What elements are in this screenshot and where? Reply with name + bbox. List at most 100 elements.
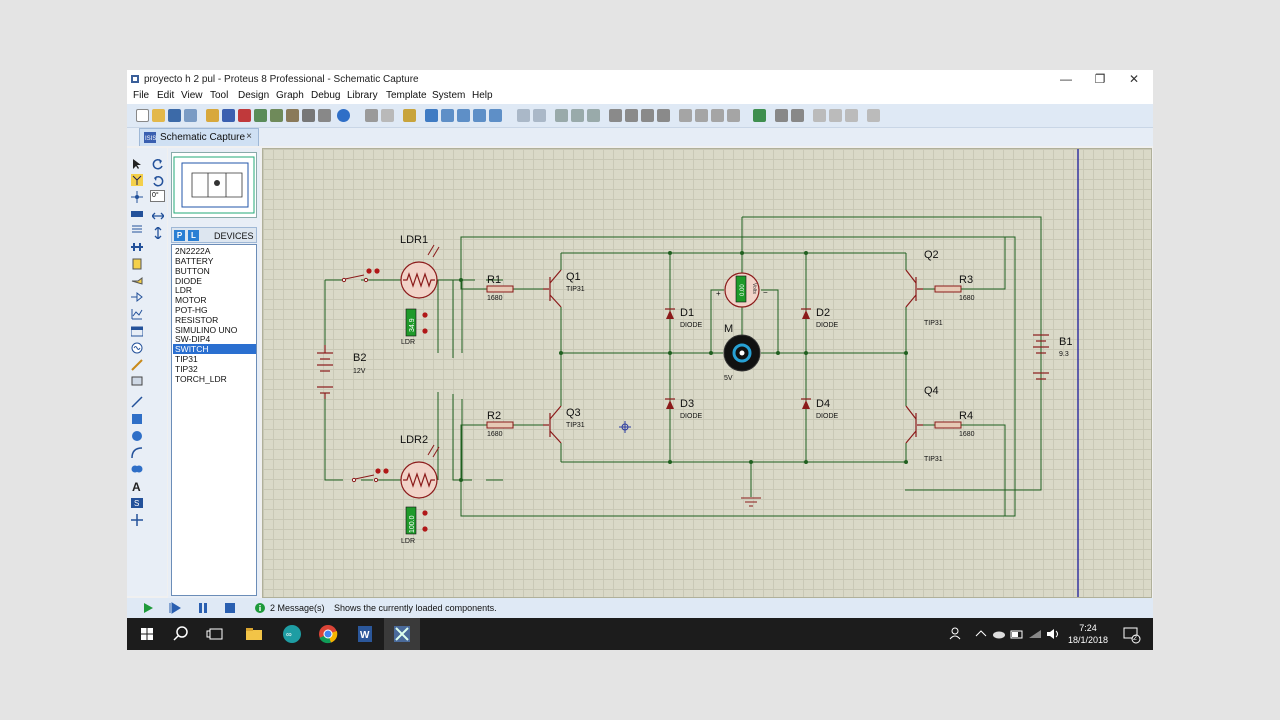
list-item[interactable]: TIP31 [175, 354, 198, 364]
pan-icon[interactable] [425, 109, 438, 122]
windows-start-icon[interactable] [135, 622, 159, 646]
proteus-taskbar-button[interactable] [384, 618, 420, 650]
chrome-icon[interactable] [316, 622, 340, 646]
transistor-q1[interactable]: Q1 TIP31 [543, 269, 585, 308]
wire-autorouter-icon[interactable] [753, 109, 766, 122]
list-item[interactable]: POT-HG [175, 305, 208, 315]
diode-d4[interactable]: D4 DIODE [801, 398, 839, 420]
open-folder-icon[interactable] [152, 109, 165, 122]
list-item[interactable]: LDR [175, 285, 193, 295]
zoom-out-icon[interactable] [457, 109, 470, 122]
exit-to-parent-icon[interactable] [845, 109, 858, 122]
property-assignment-icon[interactable] [791, 109, 804, 122]
refresh-icon[interactable] [365, 109, 378, 122]
virtual-instruments-icon[interactable] [131, 375, 143, 387]
close-window-button[interactable]: ✕ [1128, 72, 1140, 86]
resistor-r2[interactable]: R2 1680 [486, 410, 514, 438]
menu-file[interactable]: File [133, 90, 150, 101]
block-copy-icon[interactable] [609, 109, 622, 122]
cut-icon[interactable] [555, 109, 568, 122]
undo-icon[interactable] [517, 109, 530, 122]
play-icon[interactable] [142, 602, 154, 614]
battery-icon[interactable] [1009, 622, 1025, 646]
gerber-icon[interactable] [270, 109, 283, 122]
motor[interactable]: M 5V [723, 323, 761, 382]
block-move-icon[interactable] [625, 109, 638, 122]
show-hidden-icons-icon[interactable] [973, 622, 989, 646]
save-all-icon[interactable] [184, 109, 197, 122]
menu-tool[interactable]: Tool [210, 90, 229, 101]
text-tool-icon[interactable]: A [131, 480, 143, 492]
voltage-probe-icon[interactable] [131, 359, 143, 371]
list-item[interactable]: DIODE [175, 276, 202, 286]
diode-d3[interactable]: D3 DIODE [665, 398, 703, 420]
menu-help[interactable]: Help [472, 90, 493, 101]
pick-devices-button[interactable]: P [174, 230, 185, 241]
menu-view[interactable]: View [181, 90, 203, 101]
3d-view-icon[interactable] [254, 109, 267, 122]
origin-icon[interactable] [403, 109, 416, 122]
diode-d1[interactable]: D1 DIODE [665, 307, 703, 329]
search-icon[interactable] [775, 109, 788, 122]
diode-d2[interactable]: D2 DIODE [801, 307, 839, 329]
list-item[interactable]: 2N2222A [175, 246, 211, 256]
minimize-button[interactable]: — [1060, 72, 1072, 86]
mirror-vertical-icon[interactable] [152, 227, 164, 239]
stop-icon[interactable] [224, 602, 236, 614]
list-item[interactable]: RESISTOR [175, 315, 219, 325]
help-icon[interactable] [337, 109, 350, 122]
marker-tool-icon[interactable] [131, 514, 143, 526]
tab-close-icon[interactable]: × [246, 131, 252, 142]
word-icon[interactable]: W [353, 622, 377, 646]
component-mode-icon[interactable] [131, 174, 143, 186]
restore-button[interactable]: ❐ [1094, 72, 1106, 86]
onedrive-icon[interactable] [991, 622, 1007, 646]
menu-design[interactable]: Design [238, 90, 270, 101]
transistor-q3[interactable]: Q3 TIP31 [543, 405, 585, 444]
volume-icon[interactable] [1045, 622, 1061, 646]
terminals-icon[interactable] [131, 275, 143, 287]
generator-mode-icon[interactable] [131, 342, 143, 354]
grid-icon[interactable] [381, 109, 394, 122]
list-item[interactable]: TIP32 [175, 364, 198, 374]
packaging-tool-icon[interactable] [711, 109, 724, 122]
network-icon[interactable] [1027, 622, 1043, 646]
tape-recorder-icon[interactable] [131, 325, 143, 337]
resistor-r3[interactable]: R3 1680 [934, 274, 975, 302]
menu-library[interactable]: Library [347, 90, 378, 101]
pause-icon[interactable] [197, 602, 209, 614]
selection-mode-icon[interactable] [131, 158, 143, 170]
mirror-horizontal-icon[interactable] [152, 210, 164, 222]
circle-tool-icon[interactable] [131, 430, 143, 442]
transistor-q2[interactable]: Q2 TIP31 [905, 249, 943, 327]
arduino-icon[interactable]: ∞ [280, 622, 304, 646]
switch-2[interactable] [351, 468, 401, 483]
battery-b1[interactable]: B1 9.3 [1033, 334, 1072, 380]
electrical-rule-check-icon[interactable] [867, 109, 880, 122]
device-list[interactable]: 2N2222A BATTERY BUTTON DIODE LDR MOTOR P… [171, 244, 257, 596]
ldr-2[interactable]: LDR2 100.0 LDR [400, 434, 440, 545]
bom-icon[interactable] [286, 109, 299, 122]
file-explorer-icon[interactable] [242, 622, 266, 646]
list-item-selected[interactable]: SWITCH [173, 344, 256, 354]
arc-tool-icon[interactable] [131, 447, 143, 459]
text-script-icon[interactable] [131, 224, 143, 236]
list-item[interactable]: BUTTON [175, 266, 210, 276]
box-tool-icon[interactable] [131, 413, 143, 425]
zoom-in-icon[interactable] [441, 109, 454, 122]
zoom-area-icon[interactable] [489, 109, 502, 122]
people-icon[interactable] [945, 622, 969, 646]
schematic-icon[interactable] [222, 109, 235, 122]
transistor-q4[interactable]: Q4 TIP31 [905, 385, 943, 463]
make-device-icon[interactable] [695, 109, 708, 122]
copy-icon[interactable] [571, 109, 584, 122]
path-tool-icon[interactable] [131, 463, 143, 475]
resistor-r1[interactable]: R1 1680 [486, 274, 514, 302]
list-item[interactable]: TORCH_LDR [175, 374, 227, 384]
zoom-all-icon[interactable] [473, 109, 486, 122]
remove-sheet-icon[interactable] [829, 109, 842, 122]
taskbar-clock[interactable]: 7:24 18/1/2018 [1063, 622, 1113, 646]
step-icon[interactable] [169, 602, 181, 614]
block-delete-icon[interactable] [657, 109, 670, 122]
rotate-anticlockwise-icon[interactable] [152, 175, 164, 187]
